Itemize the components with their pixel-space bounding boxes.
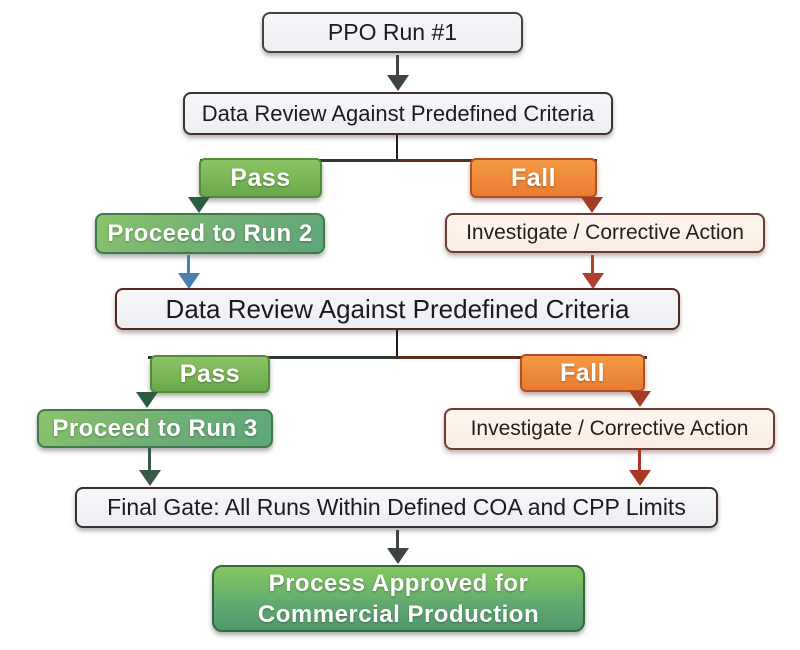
node-proceed-run-2: Proceed to Run 2 (95, 213, 325, 254)
arrow-head-pass2-to-proceed3 (136, 392, 158, 408)
node-investigate-1: Investigate / Corrective Action (445, 213, 765, 253)
node-data-review-1: Data Review Against Predefined Criteria (183, 92, 613, 135)
node-proceed-run-3: Proceed to Run 3 (37, 409, 273, 448)
node-investigate-2: Investigate / Corrective Action (444, 408, 775, 450)
arrow-head-ppo-to-review1 (387, 75, 409, 91)
branch2-left-line (148, 356, 397, 359)
arrow-line-ppo-to-review1 (396, 55, 399, 77)
node-pass-1: Pass (199, 158, 322, 198)
arrow-line-proceed3-to-gate (148, 448, 151, 472)
arrow-line-proceed2-to-review2 (187, 255, 190, 275)
arrow-head-investigate2-to-gate (629, 470, 651, 486)
arrow-head-pass1-to-proceed2 (188, 197, 210, 213)
node-fall-1: Fall (470, 158, 597, 198)
node-ppo-run: PPO Run #1 (262, 12, 523, 53)
arrow-head-gate-to-approved (387, 548, 409, 564)
arrow-head-fall1-to-investigate1 (581, 197, 603, 213)
node-fall-2: Fall (520, 354, 645, 392)
branch2-stub-line (396, 330, 398, 357)
node-pass-2: Pass (150, 355, 270, 393)
arrow-line-gate-to-approved (396, 530, 399, 550)
arrow-head-investigate1-to-review2 (582, 273, 604, 289)
arrow-head-proceed3-to-gate (139, 470, 161, 486)
process-approved-line1: Process Approved for (268, 569, 529, 597)
node-final-gate: Final Gate: All Runs Within Defined COA … (75, 487, 718, 528)
node-process-approved: Process Approved for Commercial Producti… (212, 565, 585, 632)
arrow-head-fall2-to-investigate2 (629, 391, 651, 407)
node-data-review-2: Data Review Against Predefined Criteria (115, 288, 680, 330)
arrow-line-investigate1-to-review2 (591, 255, 594, 275)
branch1-stub-line (396, 135, 398, 161)
arrow-head-proceed2-to-review2 (178, 273, 200, 289)
process-approved-line2: Commercial Production (257, 600, 540, 628)
arrow-line-investigate2-to-gate (638, 450, 641, 472)
